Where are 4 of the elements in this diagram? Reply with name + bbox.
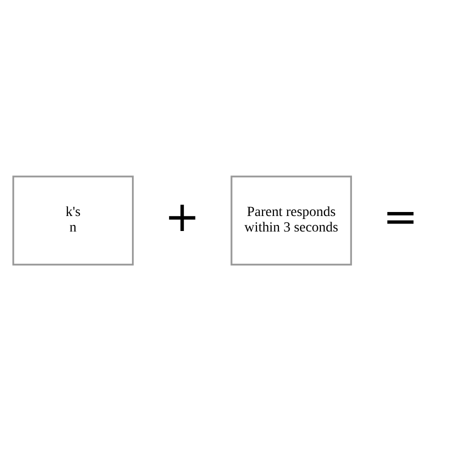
node-box: Parent responds within 3 seconds — [230, 175, 352, 266]
node-box: k's n — [12, 175, 134, 266]
label: = — [382, 191, 418, 240]
label: + — [164, 191, 200, 240]
